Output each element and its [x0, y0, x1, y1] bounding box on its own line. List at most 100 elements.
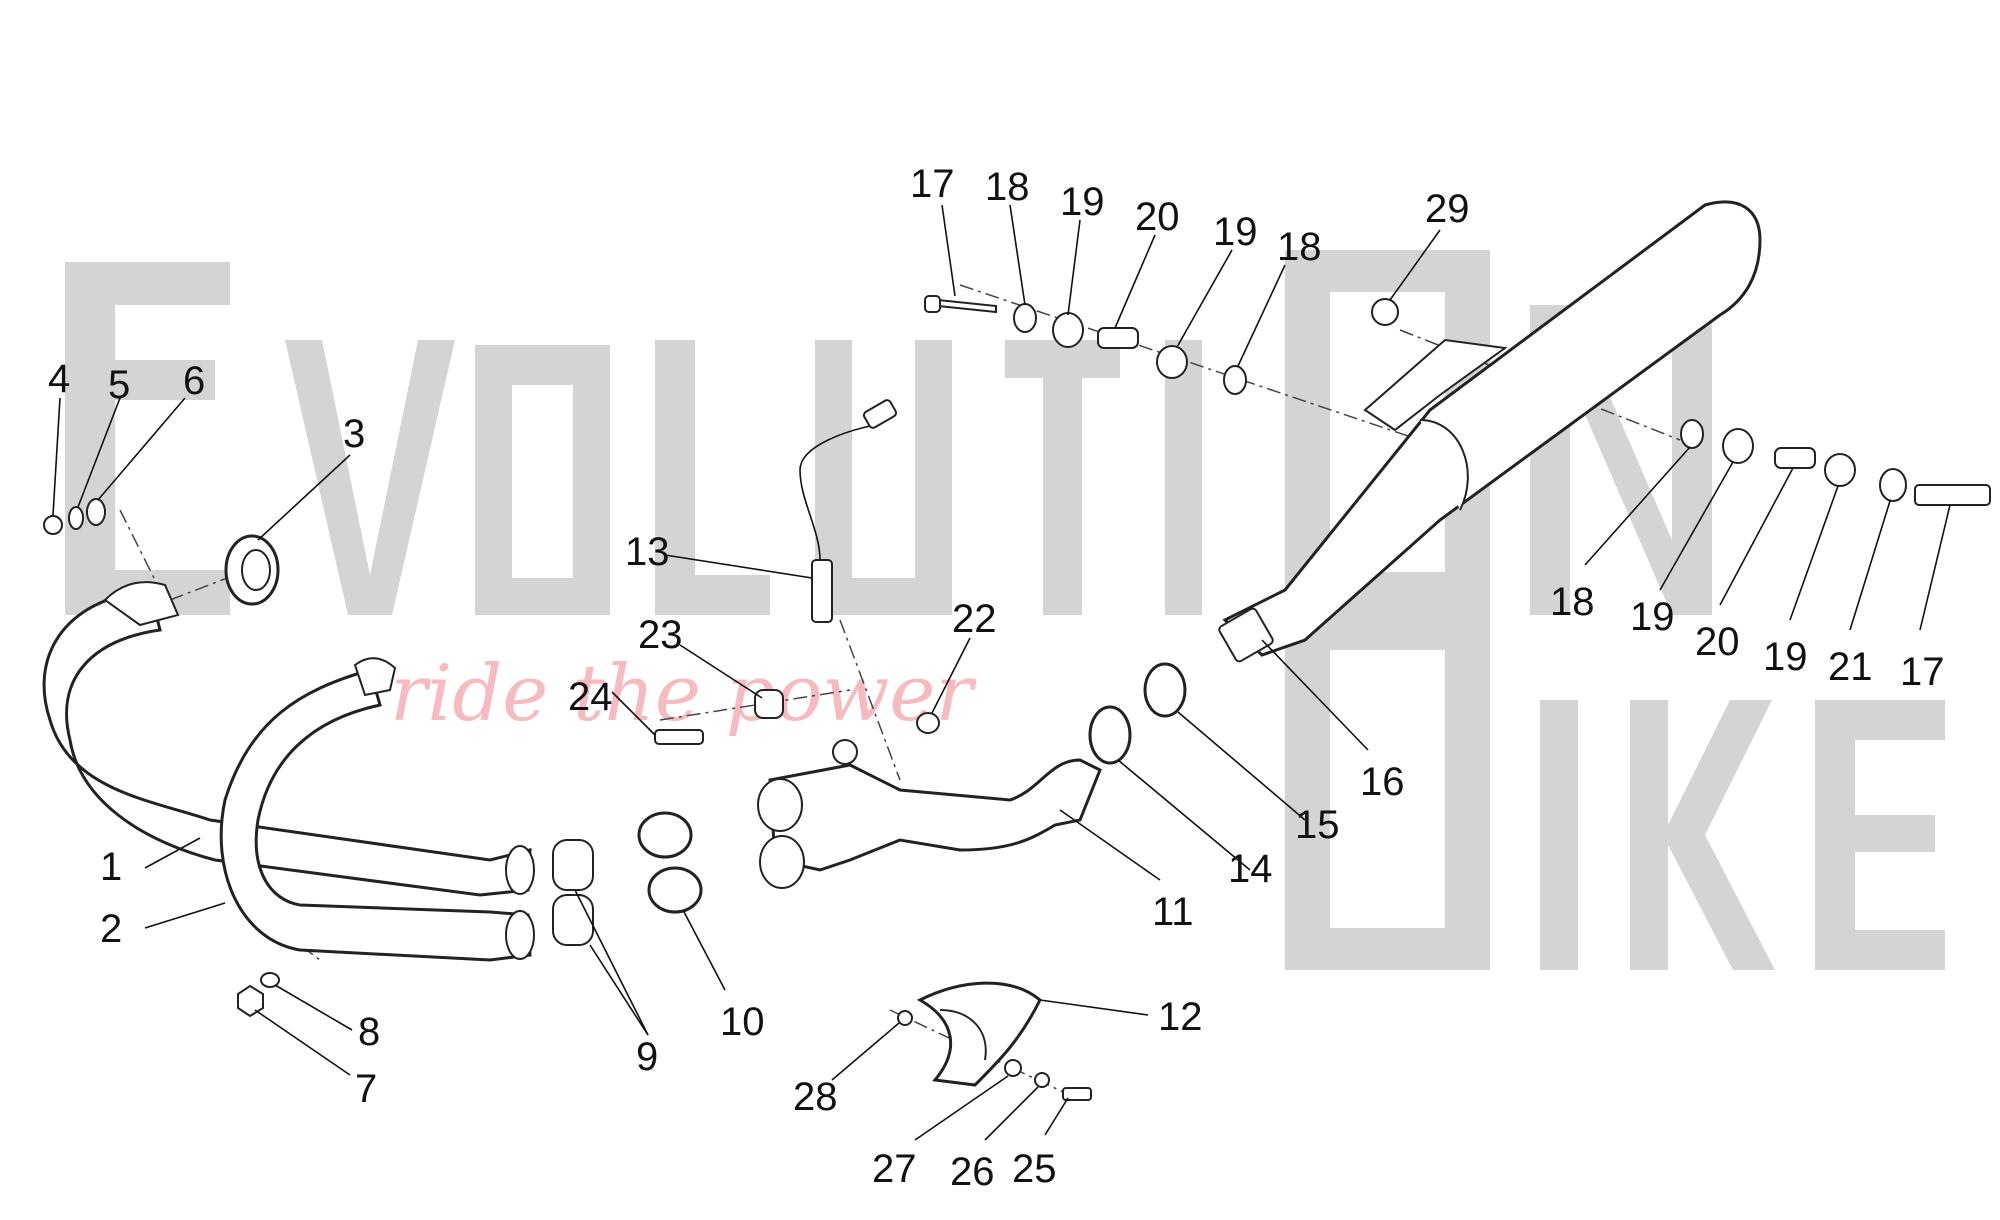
bolt-17b — [1914, 484, 1991, 506]
washer-26 — [1034, 1072, 1050, 1088]
callout-21: 21 — [1828, 645, 1873, 689]
washer-27 — [1004, 1059, 1022, 1077]
silencer-band — [1419, 419, 1469, 511]
callout-2: 2 — [100, 907, 122, 951]
callout-29: 29 — [1425, 187, 1470, 231]
callout-numbers: 1 2 3 4 5 6 7 8 9 10 11 12 13 14 15 16 1… — [48, 162, 1945, 1194]
bolt-17a-head — [924, 295, 941, 313]
watermark-letter-o — [475, 345, 610, 615]
callout-14: 14 — [1228, 847, 1273, 891]
silencer-outlet — [1218, 607, 1274, 663]
rubber-19c — [1722, 428, 1754, 464]
washer-6 — [86, 498, 106, 526]
watermark: ride the power — [65, 250, 1945, 970]
spacer-20b — [1774, 447, 1816, 469]
callout-17-right: 17 — [1900, 650, 1945, 694]
bolt-25 — [1062, 1087, 1092, 1101]
sleeve-9b — [552, 894, 594, 946]
collector-inlet-a — [757, 778, 803, 832]
callout-18-right: 18 — [1550, 580, 1595, 624]
nut-7 — [237, 984, 264, 1018]
collector-bracket — [832, 739, 858, 765]
watermark-tagline: ride the power — [390, 649, 977, 739]
callout-4: 4 — [48, 357, 70, 401]
washer-8 — [260, 972, 280, 988]
sleeve-15 — [1143, 662, 1187, 718]
callout-19-top-b: 19 — [1213, 210, 1258, 254]
lambda-sensor-13 — [811, 559, 833, 623]
callout-28: 28 — [793, 1075, 838, 1119]
bolt-24 — [654, 729, 704, 745]
collector-11 — [768, 758, 1102, 872]
washer-18a — [1013, 303, 1037, 333]
callout-3: 3 — [343, 412, 365, 456]
header-flange-1 — [103, 581, 180, 627]
watermark-letter-e — [65, 262, 230, 615]
callout-6: 6 — [183, 359, 205, 403]
washer-28 — [897, 1010, 913, 1026]
callout-25: 25 — [1012, 1147, 1057, 1191]
callout-12: 12 — [1158, 995, 1203, 1039]
exhaust-parts — [42, 200, 1991, 1101]
nut-4 — [43, 515, 63, 535]
callout-11: 11 — [1152, 890, 1194, 934]
callout-1: 1 — [100, 845, 122, 889]
bracket-29 — [1363, 338, 1508, 432]
callout-22: 22 — [952, 597, 997, 641]
watermark-letter-i — [1165, 340, 1202, 615]
washer-18c — [1680, 419, 1704, 449]
callout-17-top: 17 — [910, 162, 955, 206]
spacer-23 — [754, 689, 784, 719]
watermark-letter-l — [655, 340, 770, 615]
nut-22 — [916, 712, 940, 734]
lambda-connector — [862, 399, 898, 429]
watermark-letter-e2 — [1815, 700, 1945, 970]
watermark-letter-k — [1630, 700, 1775, 970]
callout-26: 26 — [950, 1150, 995, 1194]
callout-20-right: 20 — [1695, 620, 1740, 664]
callout-8: 8 — [358, 1010, 380, 1054]
heat-shield-12-inner — [939, 1009, 987, 1061]
header-pipe-2 — [219, 668, 532, 962]
header-flange-2 — [353, 657, 397, 697]
rubber-19d — [1824, 453, 1856, 487]
rubber-19b — [1156, 345, 1188, 379]
watermark-letter-i2 — [1540, 700, 1578, 970]
callout-24: 24 — [568, 675, 613, 719]
watermark-letter-t — [1005, 340, 1120, 615]
callout-19-right-a: 19 — [1630, 595, 1675, 639]
callout-16: 16 — [1360, 760, 1405, 804]
callout-9: 9 — [636, 1035, 658, 1079]
callout-18-top: 18 — [985, 165, 1030, 209]
leader-lines — [52, 204, 1951, 1141]
silencer-16 — [1222, 200, 1762, 657]
washer-18b — [1223, 365, 1247, 395]
clamp-14 — [1088, 705, 1132, 765]
watermark-letter-v — [285, 340, 455, 615]
watermark-letter-u — [815, 340, 952, 615]
clamp-10b — [647, 866, 703, 914]
collector-inlet-b — [759, 835, 805, 889]
callout-19-top-a: 19 — [1060, 180, 1105, 224]
rubber-29 — [1371, 298, 1399, 326]
callout-18-top-b: 18 — [1277, 225, 1322, 269]
callout-7: 7 — [355, 1067, 377, 1111]
callout-13: 13 — [625, 530, 670, 574]
pipe-end-1 — [505, 845, 535, 895]
lambda-wire — [799, 424, 876, 561]
callout-19-right-b: 19 — [1763, 635, 1808, 679]
washer-21 — [1879, 468, 1907, 502]
spacer-20a — [1097, 327, 1139, 349]
callout-10: 10 — [720, 1000, 765, 1044]
bolt-17a — [937, 298, 997, 314]
watermark-letter-b — [1285, 608, 1490, 970]
rubber-19a — [1052, 312, 1084, 348]
callout-15: 15 — [1295, 803, 1340, 847]
clamp-10a — [637, 811, 693, 859]
sleeve-9a — [552, 839, 594, 891]
gasket-3-hole — [241, 549, 271, 591]
callout-27: 27 — [872, 1147, 917, 1191]
callout-23: 23 — [638, 613, 683, 657]
washer-5 — [68, 506, 84, 530]
